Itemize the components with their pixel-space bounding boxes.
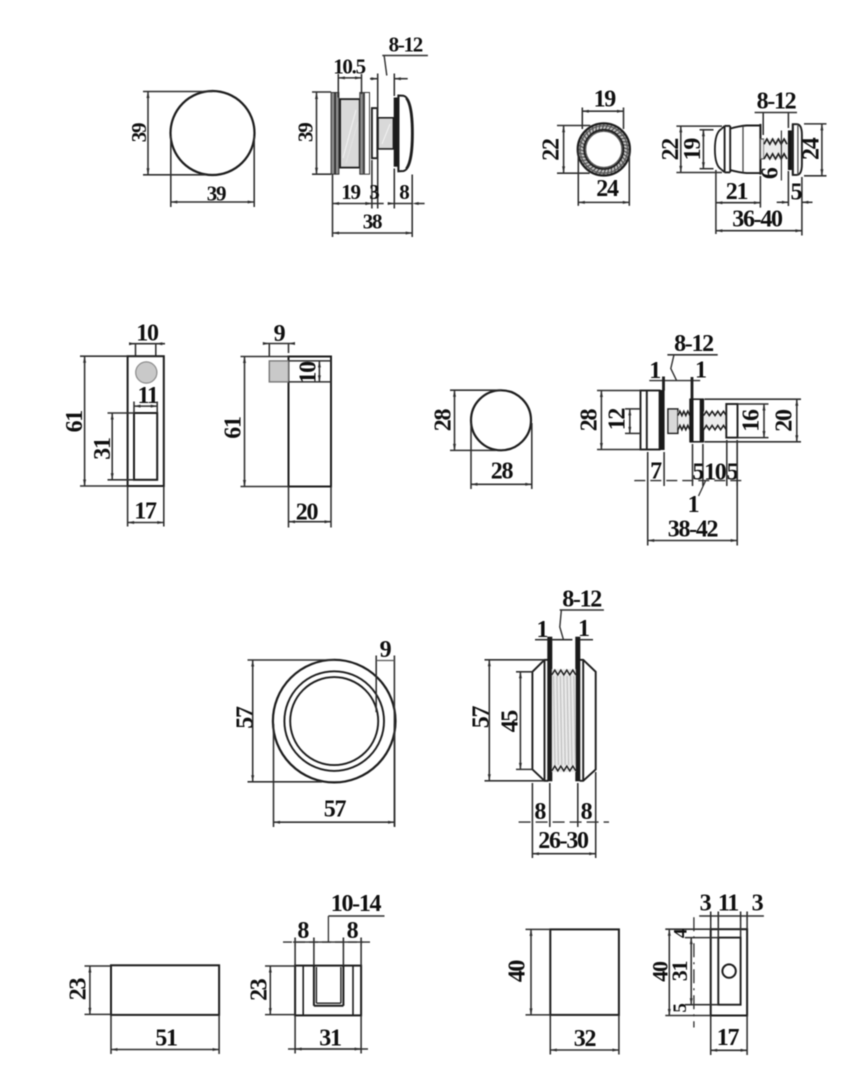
svg-text:20: 20 xyxy=(772,409,798,432)
svg-text:1: 1 xyxy=(695,358,706,384)
svg-text:1: 1 xyxy=(537,617,548,643)
svg-text:10: 10 xyxy=(136,320,159,346)
svg-text:12: 12 xyxy=(605,409,631,431)
svg-text:8-12: 8-12 xyxy=(757,89,796,115)
svg-text:22: 22 xyxy=(539,139,565,161)
svg-text:5: 5 xyxy=(670,1004,691,1013)
svg-text:6: 6 xyxy=(758,167,784,179)
svg-text:32: 32 xyxy=(574,1026,596,1052)
svg-text:10.5: 10.5 xyxy=(333,55,365,79)
svg-text:10-14: 10-14 xyxy=(331,891,382,917)
svg-text:7: 7 xyxy=(650,459,662,485)
svg-text:3: 3 xyxy=(700,891,712,917)
svg-text:24: 24 xyxy=(799,137,825,160)
svg-text:22: 22 xyxy=(658,139,684,161)
svg-text:8-12: 8-12 xyxy=(674,331,713,357)
svg-text:4: 4 xyxy=(671,928,692,938)
svg-text:3: 3 xyxy=(369,180,379,204)
svg-text:40: 40 xyxy=(505,960,531,983)
svg-text:24: 24 xyxy=(596,176,619,202)
svg-text:8: 8 xyxy=(581,799,593,825)
svg-text:45: 45 xyxy=(498,710,524,733)
svg-text:61: 61 xyxy=(221,417,247,439)
svg-text:11: 11 xyxy=(138,383,158,409)
svg-text:23: 23 xyxy=(66,978,92,1001)
svg-text:8-12: 8-12 xyxy=(562,587,601,613)
svg-text:8-12: 8-12 xyxy=(389,32,423,56)
svg-text:39: 39 xyxy=(294,123,318,142)
svg-text:21: 21 xyxy=(726,179,748,205)
svg-text:31: 31 xyxy=(667,962,692,982)
svg-text:8: 8 xyxy=(297,918,309,944)
svg-text:28: 28 xyxy=(491,459,514,485)
svg-text:8: 8 xyxy=(399,180,409,204)
svg-text:28: 28 xyxy=(431,409,457,432)
svg-text:9: 9 xyxy=(274,321,286,347)
svg-text:61: 61 xyxy=(62,411,88,433)
svg-text:17: 17 xyxy=(134,498,157,524)
svg-text:10: 10 xyxy=(704,460,727,486)
svg-text:31: 31 xyxy=(90,438,116,460)
svg-text:19: 19 xyxy=(680,138,706,161)
svg-text:10: 10 xyxy=(296,361,322,384)
svg-text:1: 1 xyxy=(688,492,699,518)
svg-text:39: 39 xyxy=(127,123,151,142)
svg-text:11: 11 xyxy=(718,891,738,917)
svg-text:19: 19 xyxy=(341,180,360,204)
svg-text:57: 57 xyxy=(233,706,259,729)
svg-text:5: 5 xyxy=(692,460,704,486)
svg-text:9: 9 xyxy=(380,637,392,663)
svg-text:1: 1 xyxy=(649,358,660,384)
svg-text:8: 8 xyxy=(534,799,546,825)
svg-text:36-40: 36-40 xyxy=(732,206,783,232)
svg-text:57: 57 xyxy=(469,706,495,729)
svg-text:51: 51 xyxy=(155,1026,177,1052)
svg-text:19: 19 xyxy=(594,87,617,113)
svg-text:28: 28 xyxy=(577,409,603,432)
svg-text:39: 39 xyxy=(207,182,226,206)
svg-text:38: 38 xyxy=(363,210,382,234)
svg-text:38-42: 38-42 xyxy=(668,517,718,543)
svg-text:5: 5 xyxy=(790,180,802,206)
svg-text:1: 1 xyxy=(578,616,589,642)
svg-text:26-30: 26-30 xyxy=(538,828,589,854)
svg-text:8: 8 xyxy=(347,918,359,944)
svg-text:31: 31 xyxy=(319,1026,341,1052)
svg-text:17: 17 xyxy=(717,1025,740,1051)
svg-text:57: 57 xyxy=(324,797,347,823)
svg-text:23: 23 xyxy=(247,978,273,1001)
svg-text:16: 16 xyxy=(739,409,765,432)
svg-text:3: 3 xyxy=(752,891,764,917)
svg-text:40: 40 xyxy=(647,961,672,982)
